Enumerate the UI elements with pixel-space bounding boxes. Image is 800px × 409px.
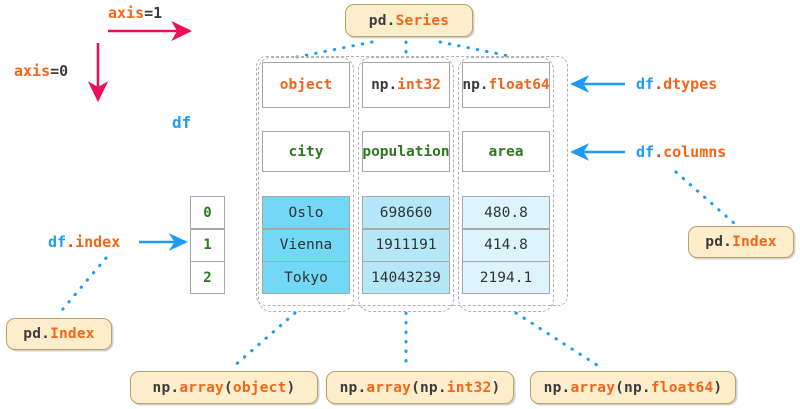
- np-array-int32-prefix: np.: [339, 379, 367, 396]
- index-cell-2: 2: [190, 261, 225, 295]
- dtype-prefix-1: np.: [371, 77, 398, 93]
- dtype-cell-1: np.int32: [362, 62, 450, 108]
- dtype-name-2: float64: [488, 77, 550, 93]
- np-array-object-arg: object: [232, 379, 287, 396]
- column-header-population: population: [362, 131, 450, 172]
- pd-index-left-prefix: pd.: [23, 326, 51, 342]
- series-group-city: [258, 57, 354, 312]
- axis1-name: axis: [108, 4, 145, 22]
- dtype-cell-2: np.float64: [462, 62, 550, 108]
- index-cell-0: 0: [190, 196, 225, 229]
- column-header-area: area: [462, 131, 550, 172]
- np-array-float64-callout: np.array(np.float64): [530, 371, 736, 404]
- np-array-float64-fn: array: [570, 379, 616, 396]
- df-index-dot: .: [66, 233, 76, 251]
- dtype-name-0: object: [279, 77, 333, 93]
- df-columns-label: df.columns: [636, 143, 726, 161]
- df-columns-dot: .: [654, 143, 664, 161]
- np-array-int32-arg: int32: [446, 379, 492, 396]
- pd-index-right-callout: pd.Index: [688, 226, 794, 258]
- series-group-area: [458, 57, 554, 312]
- array-leaders: [231, 311, 602, 369]
- pd-index-left-name: Index: [50, 326, 95, 342]
- np-array-object-close: ): [286, 379, 296, 396]
- df-columns-obj: df: [636, 143, 655, 161]
- np-array-int32-fn: array: [366, 379, 412, 396]
- index-left-leader: [55, 256, 108, 318]
- np-array-object-open: (: [223, 379, 233, 396]
- axis1-value: =1: [144, 4, 163, 22]
- data-cell-r0c1: 698660: [362, 196, 450, 229]
- df-index-label: df.index: [48, 233, 120, 251]
- index-right-leader: [674, 170, 737, 226]
- pd-index-left-callout: pd.Index: [6, 318, 112, 350]
- dataframe-outer-frame: [256, 56, 568, 306]
- df-dtypes-dot: .: [654, 75, 664, 93]
- np-array-int32-open: (np.: [411, 379, 447, 396]
- np-array-float64-arg: float64: [650, 379, 714, 396]
- dtype-name-1: int32: [397, 77, 441, 93]
- np-array-object-prefix: np.: [152, 379, 180, 396]
- np-array-int32-close: ): [491, 379, 501, 396]
- np-array-float64-prefix: np.: [543, 379, 571, 396]
- df-index-obj: df: [48, 233, 67, 251]
- df-index-attr: index: [75, 233, 121, 251]
- series-group-population: [358, 57, 454, 312]
- df-dtypes-label: df.dtypes: [636, 75, 717, 93]
- axis1-label: axis=1: [108, 4, 162, 22]
- axis0-label: axis=0: [14, 62, 68, 80]
- index-cell-1: 1: [190, 228, 225, 262]
- df-label: df: [172, 113, 192, 132]
- column-header-city: city: [262, 131, 350, 172]
- data-cell-r2c1: 14043239: [362, 261, 450, 295]
- df-dtypes-obj: df: [636, 75, 655, 93]
- data-cell-r2c2: 2194.1: [462, 261, 550, 295]
- np-array-object-callout: np.array(object): [130, 371, 318, 404]
- series-leaders: [295, 40, 516, 59]
- pd-index-right-prefix: pd.: [705, 234, 733, 250]
- np-array-float64-open: (np.: [615, 379, 651, 396]
- np-array-float64-close: ): [713, 379, 723, 396]
- pd-series-callout: pd.Series: [345, 4, 473, 37]
- axis0-value: =0: [50, 62, 69, 80]
- dtype-cell-0: object: [262, 62, 350, 108]
- data-cell-r1c2: 414.8: [462, 228, 550, 262]
- data-cell-r0c2: 480.8: [462, 196, 550, 229]
- axis0-name: axis: [14, 62, 51, 80]
- data-cell-r1c1: 1911191: [362, 228, 450, 262]
- data-cell-r1c0: Vienna: [262, 228, 350, 262]
- np-array-object-fn: array: [179, 379, 224, 396]
- pd-series-name: Series: [395, 12, 450, 29]
- data-cell-r2c0: Tokyo: [262, 261, 350, 295]
- data-cell-r0c0: Oslo: [262, 196, 350, 229]
- df-columns-attr: columns: [663, 143, 727, 161]
- pd-series-prefix: pd.: [368, 12, 396, 29]
- dtype-prefix-2: np.: [462, 77, 489, 93]
- pd-index-right-name: Index: [732, 234, 777, 250]
- np-array-int32-callout: np.array(np.int32): [326, 371, 514, 404]
- df-dtypes-attr: dtypes: [663, 75, 718, 93]
